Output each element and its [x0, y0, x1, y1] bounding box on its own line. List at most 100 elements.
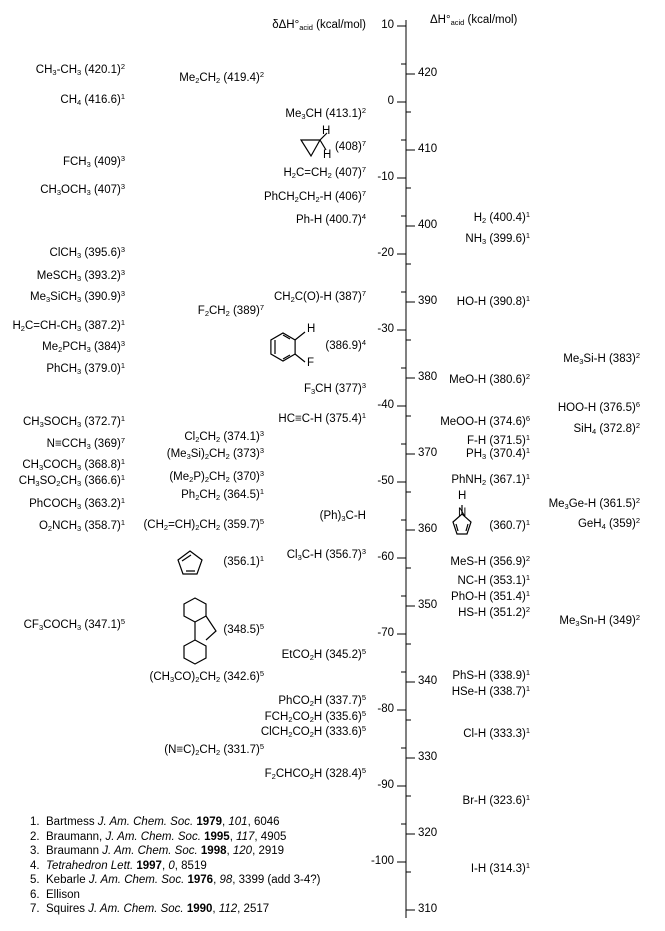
- structure-atom-f: F: [307, 357, 315, 369]
- reference-item: 7. Squires J. Am. Chem. Soc. 1990, 112, 2…: [30, 902, 321, 917]
- col4-compound-label: H2 (400.4)1: [473, 210, 530, 225]
- col1-compound-label: H2C=CH-CH3 (387.2)1: [12, 318, 125, 333]
- delta-axis-header: δΔH°acid (kcal/mol): [272, 19, 366, 32]
- col2-compound-label: F2CH2 (389)7: [197, 303, 264, 318]
- col5-compound-label: GeH4 (359)2: [577, 516, 640, 531]
- abs-axis-header: ΔH°acid (kcal/mol): [430, 14, 518, 27]
- col2-compound-label: Me2CH2 (419.4)2: [179, 70, 264, 85]
- pyrrole-structure: [452, 513, 472, 535]
- col5-compound-label: SiH4 (372.8)2: [573, 421, 640, 436]
- col5-compound-label: HOO-H (376.5)6: [557, 400, 640, 414]
- reference-item: 3.Braumann J. Am. Chem. Soc. 1998, 120, …: [30, 844, 321, 859]
- col4-compound-label: Cl-H (333.3)1: [463, 726, 530, 740]
- col4-compound-label: PH3 (370.4)1: [466, 446, 530, 461]
- col2-compound-label: (CH2=CH)2CH2 (359.7)5: [143, 517, 264, 532]
- reference-number: 6.: [30, 888, 40, 901]
- reference-item: 6. Ellison: [30, 888, 321, 903]
- col1-compound-label: Me2PCH3 (384)3: [42, 339, 125, 354]
- col3-compound-label: H2C=CH2 (407)7: [283, 165, 366, 180]
- col5-compound-label: Me3Si-H (383)2: [563, 351, 640, 366]
- col4-compound-label: MeS-H (356.9)2: [450, 554, 530, 568]
- delta-tick-label: -10: [377, 171, 394, 183]
- reference-text: Braumann J. Am. Chem. Soc. 1998, 120, 29…: [46, 845, 285, 857]
- structure-atom-h: H: [322, 125, 331, 137]
- col4-compound-label: NH3 (399.6)1: [465, 231, 530, 246]
- pyrrole-double-bonds: [455, 523, 469, 532]
- delta-tick-label: -20: [377, 247, 394, 259]
- fluorene-bridge: [194, 615, 217, 641]
- col3-compound-label: F3CH (377)3: [303, 381, 366, 396]
- col4-compound-label: (360.7)1: [489, 518, 530, 532]
- col4-compound-label: HS-H (351.2)2: [458, 605, 530, 619]
- benzene-double-bonds: [274, 334, 291, 360]
- col3-compound-label: (408)7: [334, 139, 366, 153]
- col4-compound-label: MeOO-H (374.6)6: [440, 414, 530, 428]
- reference-text: Kebarle J. Am. Chem. Soc. 1976, 98, 3399…: [46, 874, 321, 886]
- delta-tick-label: -90: [377, 779, 394, 791]
- col1-compound-label: PhCH3 (379.0)1: [46, 361, 125, 376]
- reference-number: 7.: [30, 903, 40, 915]
- delta-tick-label: 10: [381, 19, 394, 31]
- col4-compound-label: PhS-H (338.9)1: [452, 668, 530, 682]
- cyclopropane-structure: [299, 132, 328, 158]
- col1-compound-label: MeSCH3 (393.2)3: [36, 268, 125, 283]
- col1-compound-label: CH3COCH3 (368.8)1: [22, 457, 125, 472]
- col4-compound-label: Br-H (323.6)1: [462, 793, 530, 807]
- reference-item: 5. Kebarle J. Am. Chem. Soc. 1976, 98, 33…: [30, 873, 321, 888]
- col1-compound-label: CH4 (416.6)1: [60, 92, 125, 107]
- structure-atom-h: H: [458, 490, 467, 502]
- reference-item: 1.Bartmess J. Am. Chem. Soc. 1979, 101, …: [30, 815, 321, 830]
- col1-compound-label: Me3SiCH3 (390.9)3: [30, 289, 125, 304]
- col4-compound-label: HSe-H (338.7)1: [451, 684, 530, 698]
- col3-compound-label: (Ph)3C-H: [319, 510, 366, 523]
- col2-compound-label: Cl2CH2 (374.1)3: [184, 429, 264, 444]
- col4-compound-label: F-H (371.5)1: [467, 433, 530, 447]
- abs-tick-label: 390: [418, 295, 438, 307]
- col4-compound-label: HO-H (390.8)1: [456, 294, 530, 308]
- col1-compound-label: CH3OCH3 (407)3: [40, 182, 125, 197]
- col3-compound-label: PhCO2H (337.7)5: [278, 693, 366, 708]
- col4-compound-label: PhNH2 (367.1)1: [451, 472, 530, 487]
- abs-tick-label: 380: [418, 371, 438, 383]
- col4-compound-label: MeO-H (380.6)2: [449, 372, 530, 386]
- fluorene-ring-top: [183, 597, 207, 623]
- col3-compound-label: FCH2CO2H (335.6)5: [264, 709, 366, 724]
- abs-tick-label: 340: [418, 675, 438, 687]
- reference-text: Ellison: [46, 888, 80, 901]
- delta-tick-label: 0: [387, 95, 394, 107]
- col1-compound-label: ClCH3 (395.6)3: [49, 245, 125, 260]
- cyclopentadiene-structure: [177, 550, 203, 575]
- col3-compound-label: ClCH2CO2H (333.6)5: [260, 724, 366, 739]
- col1-compound-label: CF3COCH3 (347.1)5: [23, 617, 125, 632]
- col2-compound-label: Ph2CH2 (364.5)1: [181, 487, 264, 502]
- col3-compound-label: F2CHCO2H (328.4)5: [264, 766, 366, 781]
- delta-tick-label: -30: [377, 323, 394, 335]
- reference-number: 5.: [30, 874, 40, 886]
- col4-compound-label: NC-H (353.1)1: [457, 573, 530, 587]
- abs-tick-label: 400: [418, 219, 438, 231]
- reference-number: 1.: [30, 816, 40, 828]
- delta-tick-label: -80: [377, 703, 394, 715]
- col1-compound-label: PhCOCH3 (363.2)1: [29, 496, 125, 511]
- abs-tick-label: 350: [418, 599, 438, 611]
- reference-text: Squires J. Am. Chem. Soc. 1990, 112, 251…: [46, 903, 270, 915]
- abs-tick-label: 320: [418, 827, 438, 839]
- col2-compound-label: (N≡C)2CH2 (331.7)5: [164, 742, 264, 757]
- col3-compound-label: HC≡C-H (375.4)1: [278, 411, 366, 425]
- structure-atom-h: H: [307, 323, 316, 335]
- col2-compound-label: (Me3Si)2CH2 (373)3: [166, 446, 264, 461]
- col1-compound-label: N≡CCH3 (369)7: [46, 436, 125, 451]
- col3-compound-label: EtCO2H (345.2)5: [281, 647, 366, 662]
- abs-tick-label: 370: [418, 447, 438, 459]
- structure-atom-n: N: [458, 507, 467, 519]
- col3-compound-label: PhCH2CH2-H (406)7: [263, 189, 366, 204]
- delta-tick-label: -40: [377, 399, 394, 411]
- col3-compound-label: (386.9)4: [325, 338, 366, 352]
- col2-compound-label: (356.1)1: [223, 554, 264, 568]
- col1-compound-label: CH3SO2CH3 (366.6)1: [18, 473, 125, 488]
- col4-compound-label: PhO-H (351.4)1: [451, 589, 530, 603]
- col2-compound-label: (348.5)5: [223, 622, 264, 636]
- col1-compound-label: O2NCH3 (358.7)1: [38, 518, 125, 533]
